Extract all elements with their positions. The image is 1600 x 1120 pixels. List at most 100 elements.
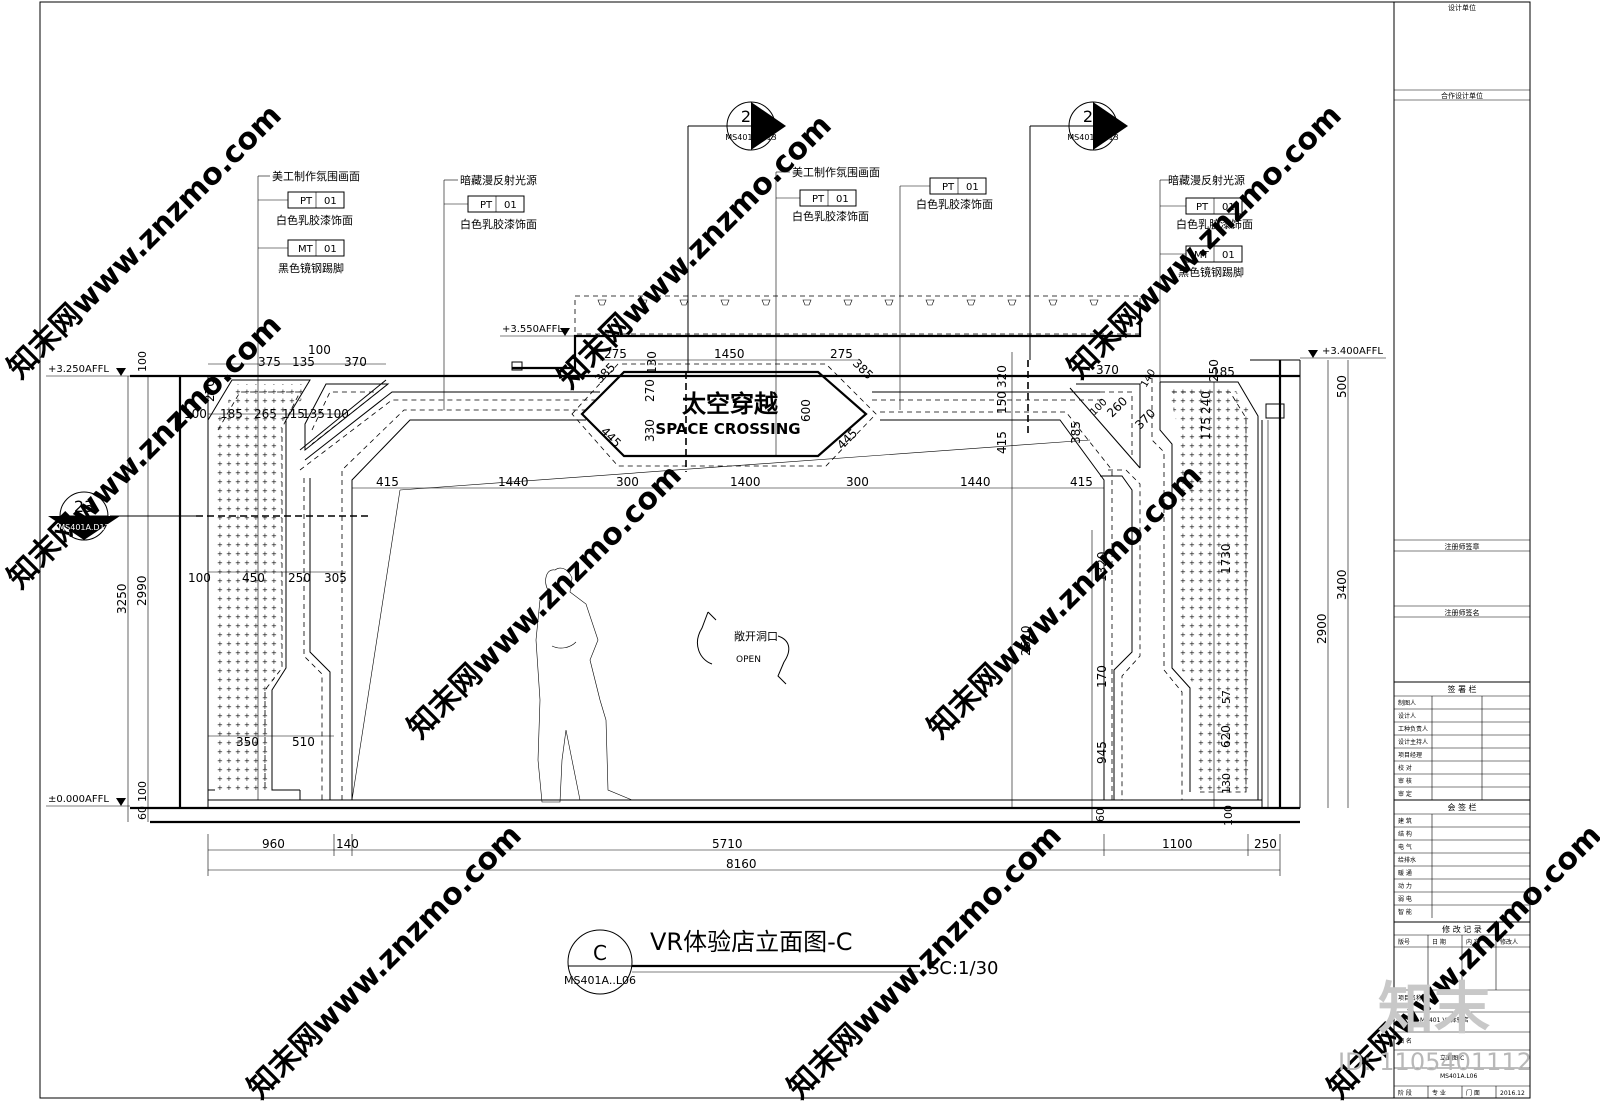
callout-desc: 白色乳胶漆饰面 — [1176, 217, 1253, 231]
callout-code: MT — [298, 244, 314, 255]
dim-label: 415 — [1070, 475, 1093, 489]
title-symbol-ref: MS401A..L06 — [564, 974, 636, 987]
dim-label: 270 — [643, 379, 657, 402]
section-marker-23: 23 MS401A.D12 — [48, 491, 120, 541]
tb-reg-sign: 注册师签名 — [1445, 608, 1480, 617]
section-marker-ref: MS401A.D13 — [725, 133, 776, 142]
tb-cosign-row-label: 智 能 — [1398, 908, 1412, 916]
dim-label: 620 — [1219, 725, 1233, 748]
callout-center-d: PT 01 白色乳胶漆饰面 — [899, 177, 993, 410]
right-pillar — [1069, 378, 1259, 800]
callout-code: PT — [480, 200, 493, 211]
callout-code: PT — [1196, 202, 1209, 213]
ceiling-lamp-mark — [802, 299, 812, 306]
watermark-site: 知末网www.znzmo.com — [551, 108, 839, 396]
dim-label: 2990 — [135, 575, 149, 606]
tb-drawing-no: MS401A.L06 — [1440, 1073, 1478, 1080]
dim-label: 100 — [136, 351, 149, 372]
opening-label-cn: 敞开洞口 — [734, 629, 778, 643]
tb-sign-row-label: 项目经理 — [1398, 751, 1422, 759]
tb-rev-col-label: 日 期 — [1432, 938, 1446, 946]
tb-rev-header: 修 改 记 录 — [1442, 924, 1482, 934]
callout-num: 01 — [504, 200, 517, 211]
callout-num: 01 — [324, 244, 337, 255]
dim-label: 100 — [1222, 805, 1235, 826]
ceiling-lamp-mark — [1048, 299, 1058, 306]
tb-sign-row-label: 审 定 — [1398, 790, 1412, 798]
dim-label: 370 — [1096, 363, 1119, 377]
tb-design-unit: 设计单位 — [1448, 3, 1476, 12]
dim-label: 1400 — [730, 475, 761, 489]
dim-label: 600 — [799, 399, 813, 422]
callout-code: PT — [300, 196, 313, 207]
tb-cosign-row-label: 电 气 — [1398, 843, 1412, 851]
callout-title: 美工制作氛围画面 — [272, 170, 360, 183]
ceiling-lamp-mark — [884, 299, 894, 306]
tb-sign-row-label: 制图人 — [1398, 699, 1416, 707]
dim-label: 250 — [1207, 359, 1221, 382]
dimension-lines — [127, 352, 1349, 876]
ceiling-lamp-mark — [925, 299, 935, 306]
dim-label: 140 — [1139, 367, 1158, 389]
dim-label: 260 — [1104, 394, 1130, 420]
dim-label: 510 — [292, 735, 315, 749]
title-symbol-letter: C — [593, 941, 607, 965]
dim-label: 445 — [834, 426, 860, 452]
tb-cosign-row-label: 建 筑 — [1398, 817, 1412, 825]
section-marker-25: 25 MS401A.D13 — [1067, 101, 1128, 151]
watermark-brand: 知末 — [1378, 977, 1490, 1042]
tb-cosign-row-label: 给排水 — [1398, 856, 1416, 864]
dim-label: 100 — [188, 571, 211, 585]
tb-rev-col-label: 修改人 — [1500, 938, 1518, 946]
section-marker-ref: MS401A.D12 — [58, 523, 109, 532]
ceiling-lamp-mark — [638, 299, 648, 306]
dim-label: 320 — [995, 365, 1009, 388]
dim-label: 275 — [604, 347, 627, 361]
dim-label: 945 — [1095, 741, 1109, 764]
dim-label: 185 — [1212, 365, 1235, 379]
tb-cosign-row-label: 弱 电 — [1398, 895, 1412, 903]
callout-desc: 白色乳胶漆饰面 — [276, 213, 353, 227]
dim-label: 385 — [1069, 421, 1083, 444]
dim-label: 115 — [282, 407, 305, 421]
callout-num: 01 — [324, 196, 337, 207]
callout-desc: 白色乳胶漆饰面 — [460, 217, 537, 231]
dim-label: 350 — [236, 735, 259, 749]
dim-label: 60 — [1094, 808, 1107, 822]
dim-label: 1320 — [1095, 551, 1109, 582]
callout-code: PT — [812, 194, 825, 205]
dim-label: 960 — [262, 837, 285, 851]
callout-desc: 白色乳胶漆饰面 — [792, 209, 869, 223]
tb-sign-row-label: 工种负责人 — [1398, 725, 1428, 733]
callout-title: 暗藏漫反射光源 — [1168, 173, 1245, 187]
section-marker-number: 24 — [741, 107, 761, 126]
dim-label: 265 — [254, 407, 277, 421]
opening-label-en: OPEN — [736, 655, 761, 665]
dim-label: 3250 — [115, 583, 129, 614]
ceiling-lamp-mark — [679, 299, 689, 306]
callout-num: 01 — [1222, 202, 1235, 213]
tb-sign-header: 签 署 栏 — [1447, 684, 1476, 694]
dim-label: 8160 — [726, 857, 757, 871]
tb-sign-row-label: 校 对 — [1398, 764, 1412, 772]
ceiling-lamp-mark — [843, 299, 853, 306]
callout-left-b: 暗藏漫反射光源 PT 01 白色乳胶漆饰面 — [443, 173, 537, 410]
dim-label: 140 — [336, 837, 359, 851]
dim-label: 3400 — [1335, 569, 1349, 600]
dim-label: 2900 — [1315, 613, 1329, 644]
sheet-border — [39, 1, 1531, 1099]
dim-label: 300 — [846, 475, 869, 489]
dim-label: 330 — [643, 419, 657, 442]
tb-bottom-cell: 专 业 — [1432, 1089, 1446, 1097]
ceiling-lamp-mark — [1007, 299, 1017, 306]
level-label: +3.250AFFL — [48, 364, 109, 375]
drawing-scale: SC:1/30 — [928, 958, 998, 979]
dim-label: 415 — [376, 475, 399, 489]
tb-reg-stamp: 注册师签章 — [1445, 542, 1480, 551]
sign-panel: 太空穿越 SPACE CROSSING — [571, 363, 877, 467]
dim-label: 1450 — [714, 347, 745, 361]
dim-label: 100 — [184, 407, 207, 421]
callout-code: MT — [1194, 250, 1210, 261]
tb-rev-col-label: 版号 — [1398, 938, 1410, 946]
